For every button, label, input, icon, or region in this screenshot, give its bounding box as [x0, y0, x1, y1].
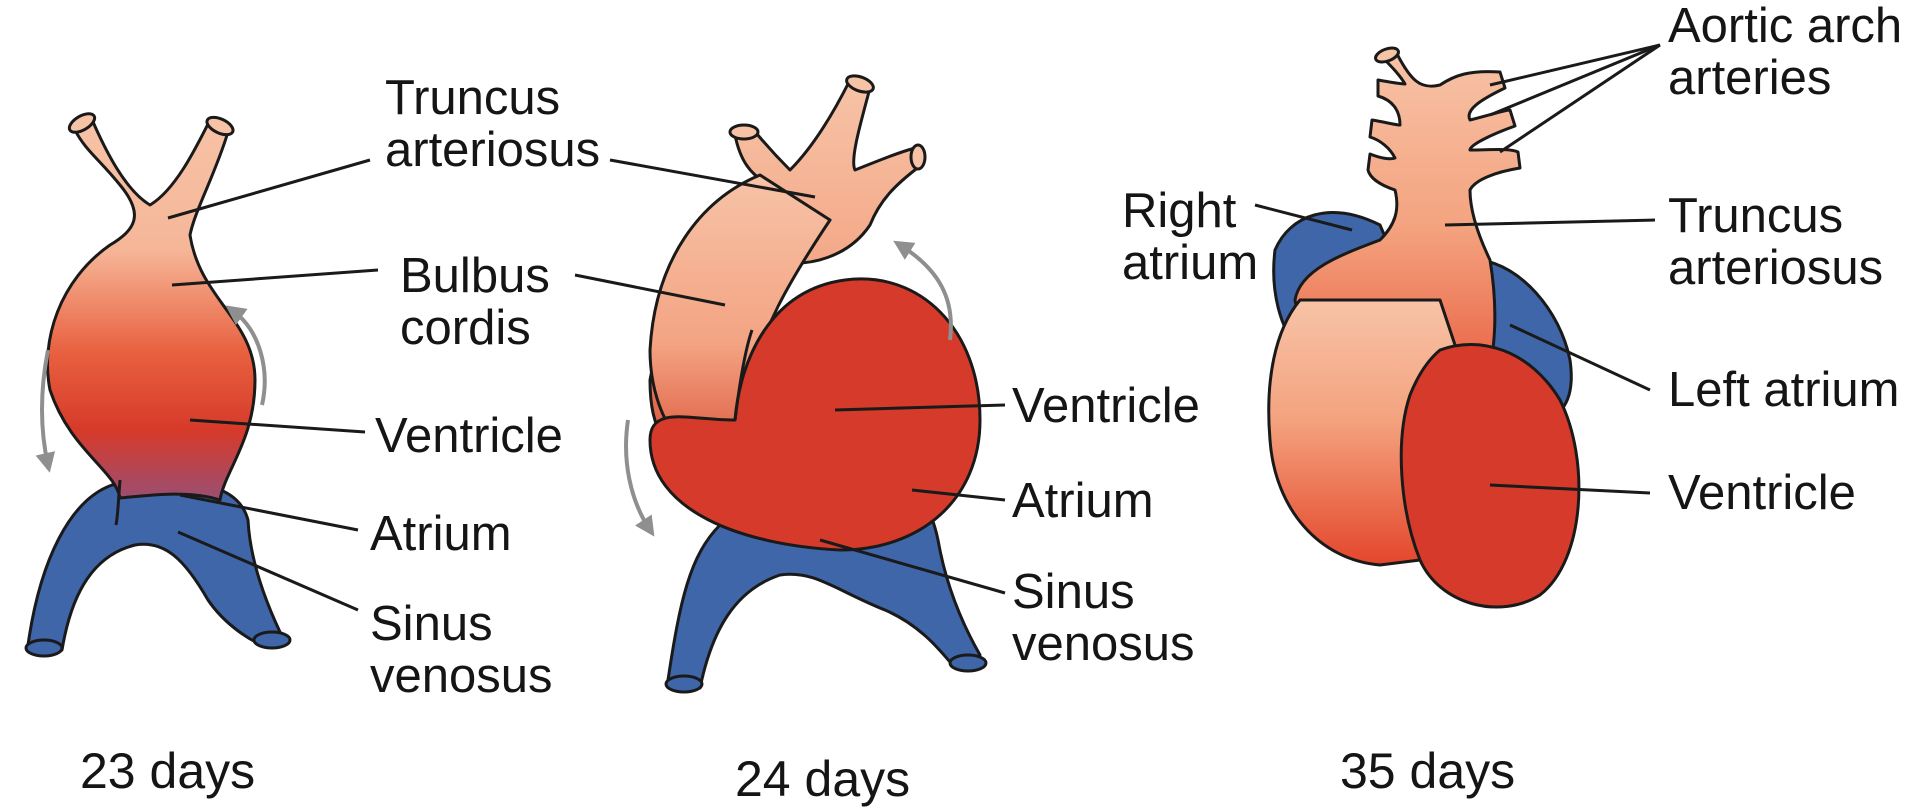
label-line: atrium — [1122, 237, 1258, 289]
label-left-atrium: Left atrium — [1668, 364, 1899, 416]
heart-24-days — [650, 73, 986, 692]
label-sinus-venosus-23: Sinus venosus — [370, 598, 553, 702]
truncus-bulbus-ventricle-tube — [48, 115, 256, 500]
caption-23-days: 23 days — [80, 745, 255, 797]
label-ventricle-23: Ventricle — [375, 410, 563, 462]
caption-24-days: 24 days — [735, 753, 910, 805]
label-line: Sinus — [370, 598, 553, 650]
label-atrium-23: Atrium — [370, 508, 512, 560]
label-line: venosus — [370, 650, 553, 702]
label-line: arteries — [1668, 52, 1902, 104]
label-truncus-arteriosus-23: Truncus arteriosus — [385, 72, 600, 176]
label-line: Bulbus — [400, 250, 550, 302]
label-line: Right — [1122, 185, 1258, 237]
label-line: Sinus — [1012, 566, 1195, 618]
label-truncus-arteriosus-35: Truncus arteriosus — [1668, 190, 1883, 294]
label-bulbus-cordis: Bulbus cordis — [400, 250, 550, 354]
label-right-atrium: Right atrium — [1122, 185, 1258, 289]
label-line: arteriosus — [1668, 242, 1883, 294]
label-aortic-arch-arteries: Aortic arch arteries — [1668, 0, 1902, 104]
label-line: Aortic arch — [1668, 0, 1902, 52]
label-ventricle-24: Ventricle — [1012, 380, 1200, 432]
label-ventricle-35: Ventricle — [1668, 467, 1856, 519]
label-line: Truncus — [1668, 190, 1883, 242]
caption-35-days: 35 days — [1340, 745, 1515, 797]
label-line: Truncus — [385, 72, 600, 124]
label-sinus-venosus-24: Sinus venosus — [1012, 566, 1195, 670]
label-line: venosus — [1012, 618, 1195, 670]
heart-23-days — [26, 110, 290, 656]
label-line: arteriosus — [385, 124, 600, 176]
label-line: cordis — [400, 302, 550, 354]
label-atrium-24: Atrium — [1012, 475, 1154, 527]
